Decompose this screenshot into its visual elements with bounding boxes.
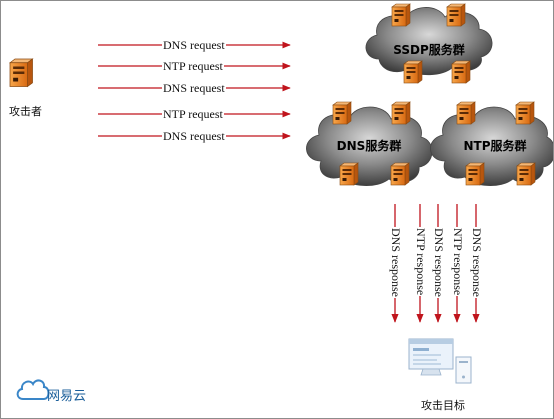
server-icon: [446, 3, 466, 27]
server-icon: [391, 101, 411, 125]
brand-cloud-icon: [16, 379, 50, 400]
server-icon: [339, 162, 359, 186]
request-label-5: DNS request: [162, 129, 226, 143]
server-icon: [391, 3, 411, 27]
request-label-1: DNS request: [162, 38, 226, 52]
server-icon: [403, 60, 423, 84]
server-icon: [390, 162, 410, 186]
server-icon: [332, 101, 352, 125]
response-label-1: DNS response: [389, 227, 403, 298]
server-icon: [465, 162, 485, 186]
dns-cloud-label: DNS服务群: [336, 139, 402, 153]
server-icon: [516, 162, 536, 186]
brand-logo: 网易云: [47, 385, 86, 404]
request-label-3: DNS request: [162, 81, 226, 95]
server-icon: [451, 60, 471, 84]
response-label-4: NTP response: [451, 227, 465, 297]
server-icon: [515, 101, 535, 125]
server-icon: [456, 101, 476, 125]
request-label-2: NTP request: [162, 59, 224, 73]
target-label: 攻击目标: [420, 399, 466, 412]
request-label-4: NTP request: [162, 107, 224, 121]
response-label-2: NTP response: [414, 227, 428, 297]
ntp-cloud-label: NTP服务群: [463, 139, 527, 153]
response-label-3: DNS response: [432, 227, 446, 298]
target-computer-icon: [408, 338, 472, 384]
attacker-label: 攻击者: [8, 105, 43, 118]
ssdp-cloud-label: SSDP服务群: [393, 43, 465, 57]
attacker-server-icon: [9, 58, 34, 88]
response-label-5: DNS response: [470, 227, 484, 298]
brand-name: 网易云: [47, 389, 87, 404]
